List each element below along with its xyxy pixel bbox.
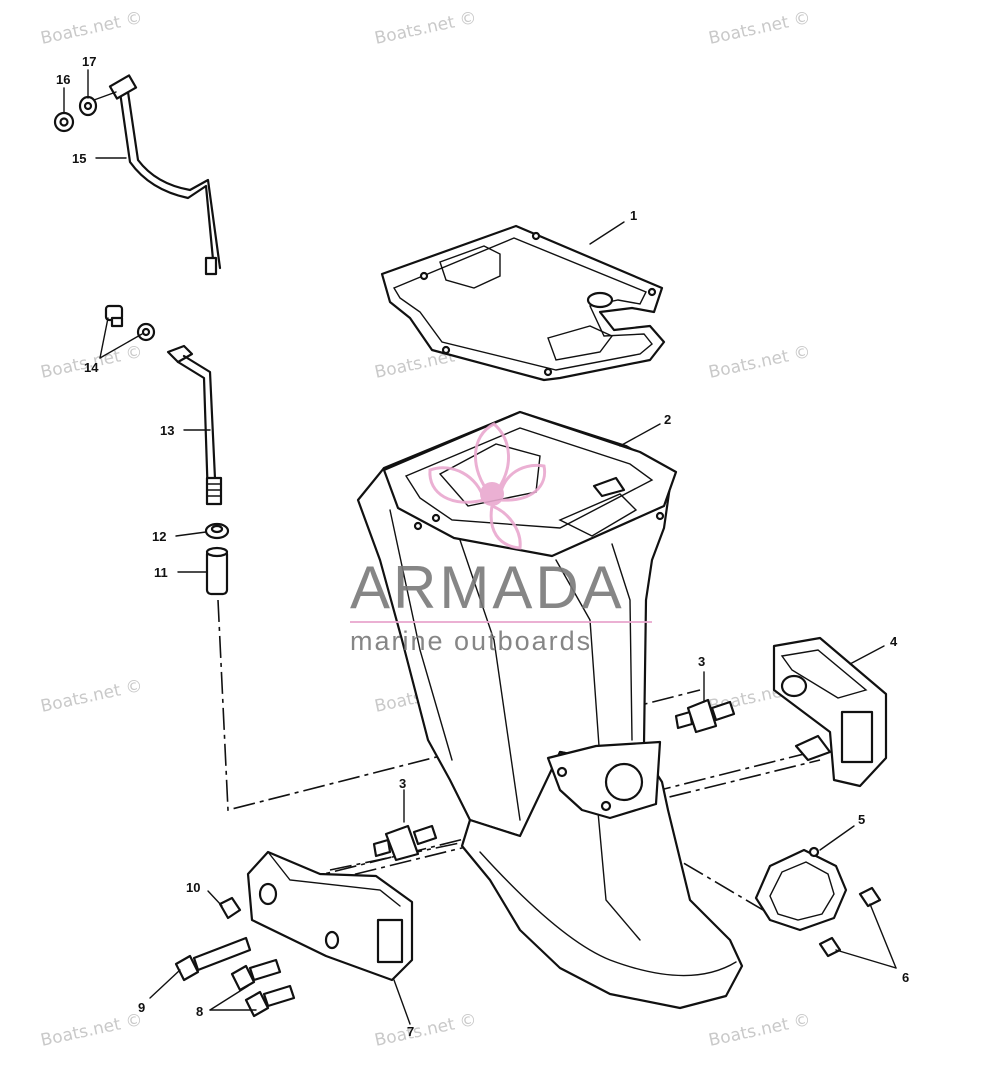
lower-mount	[246, 850, 414, 982]
alignment-line	[329, 819, 571, 871]
logo-brand: ARMADA	[350, 554, 625, 621]
callouts: 1 2 3 3 4 5 6 7 8 9 10 11 12 13 14 15 16…	[56, 54, 909, 1039]
watermark: Boats.net ©	[707, 1010, 813, 1051]
logo-tagline: marine outboards	[350, 626, 592, 656]
nut-16	[53, 111, 75, 133]
armada-logo: ARMADA marine outboards	[350, 422, 652, 656]
watermark: Boats.net ©	[39, 8, 145, 49]
watermark: Boats.net ©	[373, 8, 479, 49]
callout-2: 2	[664, 412, 671, 427]
callout-10: 10	[186, 880, 200, 895]
gasket	[380, 224, 666, 382]
callout-17: 17	[82, 54, 96, 69]
screw-6	[818, 886, 882, 958]
watermark: Boats.net ©	[39, 676, 145, 717]
callout-14: 14	[84, 360, 99, 375]
drive-shaft-housing	[356, 410, 744, 1010]
callout-1: 1	[630, 208, 637, 223]
leader-lines	[63, 69, 897, 1025]
bolt-8	[230, 958, 296, 1018]
watermark: Boats.net ©	[373, 1010, 479, 1051]
callout-13: 13	[160, 423, 174, 438]
nut-12	[204, 522, 230, 540]
nut-10	[218, 896, 242, 920]
callout-6: 6	[902, 970, 909, 985]
callout-3: 3	[399, 776, 406, 791]
callout-11: 11	[154, 565, 168, 580]
callout-15: 15	[72, 151, 86, 166]
bolt-9	[174, 936, 252, 982]
coupler-11	[205, 546, 229, 596]
callout-8: 8	[196, 1004, 203, 1019]
screw-14	[104, 304, 156, 342]
propeller-icon	[428, 422, 547, 550]
callout-4: 4	[890, 634, 898, 649]
callout-5: 5	[858, 812, 865, 827]
mount-stud-upper	[674, 698, 736, 734]
cover-5	[754, 846, 848, 932]
shift-rod-upper	[108, 74, 222, 276]
watermark: Boats.net ©	[707, 342, 813, 383]
callout-12: 12	[152, 529, 166, 544]
upper-mount	[772, 636, 888, 788]
callout-3: 3	[698, 654, 705, 669]
callout-16: 16	[56, 72, 70, 87]
watermark: Boats.net ©	[39, 1010, 145, 1051]
watermark: Boats.net ©	[707, 8, 813, 49]
mount-stud-lower	[372, 824, 438, 862]
shift-rod-lower	[166, 344, 223, 506]
callout-9: 9	[138, 1000, 145, 1015]
callout-7: 7	[407, 1024, 414, 1039]
